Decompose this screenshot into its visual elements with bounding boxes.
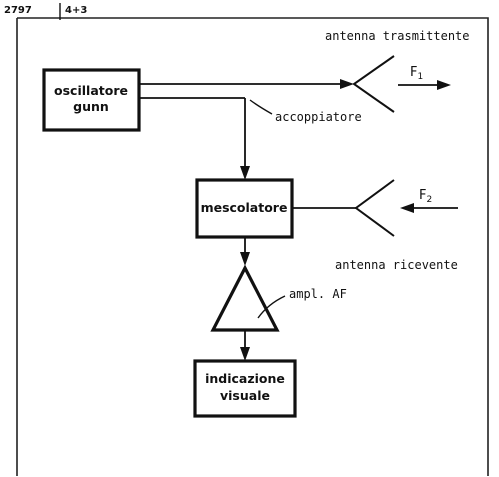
- rx-antenna-symbol: [354, 179, 395, 237]
- oscillator-label-line2: gunn: [73, 99, 109, 114]
- amplifier-triangle: [210, 264, 280, 332]
- f2-arrowhead: [400, 203, 414, 213]
- tx-antenna-label: antenna trasmittente: [325, 29, 470, 43]
- coupler-label: accoppiatore: [275, 110, 362, 124]
- amplifier-label: ampl. AF: [289, 287, 347, 301]
- display-block: indicazione visuale: [193, 359, 297, 418]
- sheet-number: 4+3: [65, 5, 87, 16]
- mixer-block: mescolatore: [195, 178, 294, 239]
- display-label-line2: visuale: [220, 388, 270, 403]
- f2-label: F2: [419, 188, 432, 205]
- f1-label: F1: [410, 65, 423, 82]
- f1-arrowhead: [437, 80, 451, 90]
- diagram-frame: [16, 17, 489, 476]
- coupler-leader: [249, 99, 273, 115]
- oscillator-block: oscillatore gunn: [42, 68, 141, 132]
- amp-to-display-arrow: [240, 347, 250, 361]
- display-box: [193, 359, 297, 418]
- mixer-to-amp-arrow: [240, 252, 250, 266]
- tx-antenna-symbol: [352, 55, 395, 113]
- oscillator-box: [42, 68, 141, 132]
- oscillator-label-line1: oscillatore: [54, 83, 128, 98]
- tx-feed-arrow: [340, 79, 354, 89]
- mixer-label: mescolatore: [201, 200, 288, 215]
- amplifier-block: ampl. AF: [210, 264, 347, 332]
- rx-antenna-label: antenna ricevente: [335, 258, 458, 272]
- coupler-arrow: [240, 166, 250, 180]
- display-label-line1: indicazione: [205, 371, 285, 386]
- header: 2797 4+3: [4, 3, 87, 20]
- mixer-box: [195, 178, 294, 239]
- drawing-code: 2797: [4, 5, 32, 16]
- amplifier-leader: [257, 295, 286, 319]
